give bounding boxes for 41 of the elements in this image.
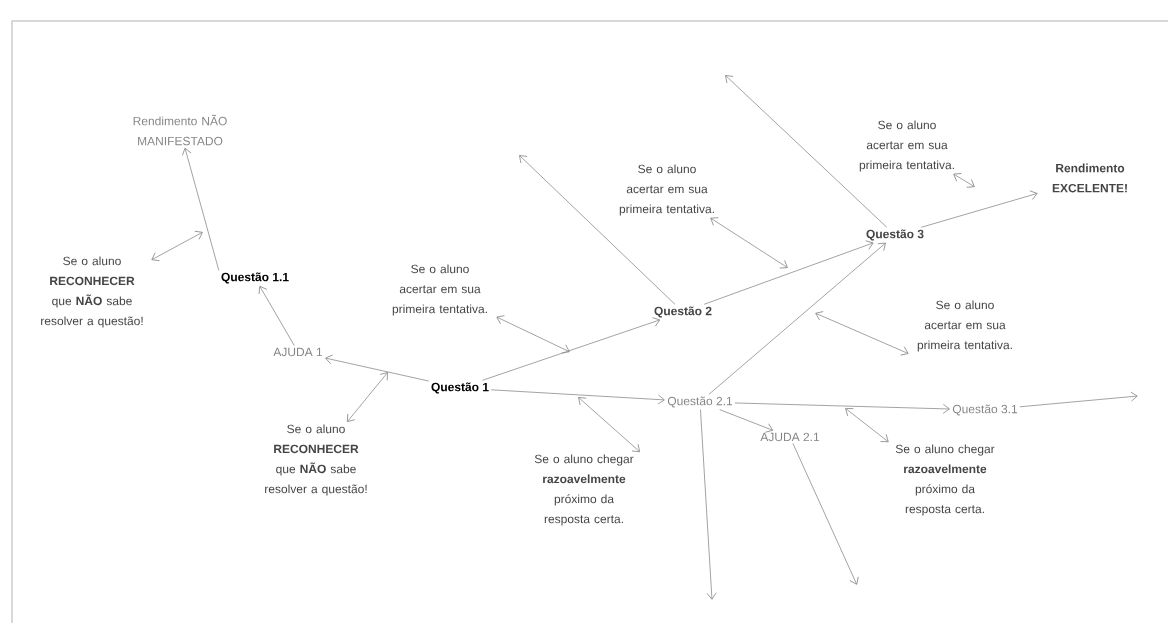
question-label: Questão 3 bbox=[866, 229, 924, 241]
condition-text: Se o aluno chegar razoavelmente próximo da resposta certa. bbox=[534, 454, 634, 526]
double-arrow bbox=[845, 408, 889, 443]
arrow bbox=[725, 75, 888, 228]
arrow bbox=[181, 147, 220, 271]
arrow bbox=[482, 317, 661, 381]
arrow bbox=[708, 242, 886, 395]
condition-text: Se o aluno acertar em sua primeira tentativa. bbox=[619, 164, 714, 216]
help-label: Questão 2.1 bbox=[667, 396, 733, 408]
question-label: Questão 2 bbox=[654, 306, 712, 318]
arrow bbox=[792, 443, 859, 585]
double-arrow bbox=[953, 173, 975, 188]
question-label: Questão 1 bbox=[431, 382, 489, 394]
arrow bbox=[703, 240, 874, 305]
arrow bbox=[490, 389, 665, 405]
arrow bbox=[519, 155, 676, 305]
double-arrow bbox=[710, 217, 788, 269]
double-arrow bbox=[151, 230, 203, 262]
arrow bbox=[700, 409, 717, 600]
help-label: Questão 3.1 bbox=[952, 404, 1018, 416]
arrow bbox=[1019, 391, 1138, 408]
help-label: AJUDA 2.1 bbox=[760, 432, 820, 442]
outcome-label: Rendimento EXCELENTE! bbox=[1052, 163, 1127, 193]
double-arrow bbox=[815, 311, 909, 356]
condition-text: Se o aluno acertar em sua primeira tentativa. bbox=[917, 300, 1012, 352]
help-label: AJUDA 1 bbox=[273, 347, 323, 357]
double-arrow bbox=[496, 315, 570, 354]
arrow bbox=[325, 354, 430, 382]
condition-text: Se o aluno acertar em sua primeira tentativa. bbox=[859, 120, 954, 172]
arrow bbox=[719, 409, 774, 433]
condition-text: Se o aluno RECONHECER que NÃO sabe resolver a questão! bbox=[41, 256, 143, 328]
condition-text: Se o aluno chegar razoavelmente próximo da resposta certa. bbox=[895, 444, 995, 516]
arrow bbox=[734, 402, 950, 414]
outcome-label: Rendimento NÃO MANIFESTADO bbox=[133, 114, 227, 146]
question-label: Questão 1.1 bbox=[221, 272, 289, 284]
double-arrow bbox=[346, 372, 388, 423]
condition-text: Se o aluno RECONHECER que NÃO sabe resolver a questão! bbox=[265, 424, 367, 496]
condition-text: Se o aluno acertar em sua primeira tentativa. bbox=[392, 264, 487, 316]
arrow bbox=[920, 190, 1038, 228]
arrow bbox=[258, 285, 295, 346]
double-arrow bbox=[578, 397, 641, 453]
